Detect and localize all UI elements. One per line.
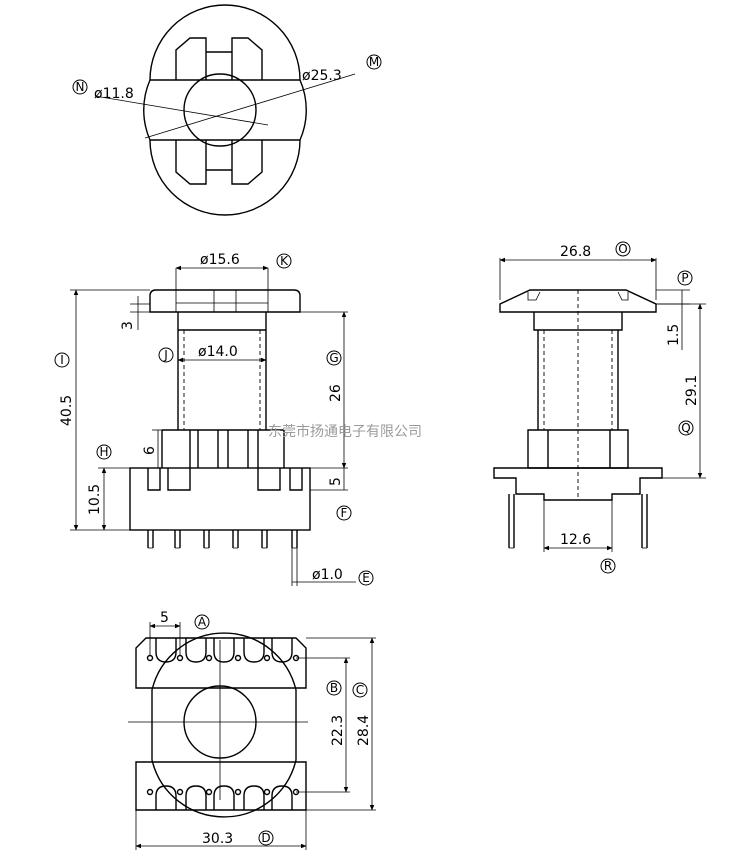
svg-text:O: O: [618, 242, 627, 256]
dim-C-value: 28.4: [356, 715, 372, 746]
dim-J-value: ø14.0: [198, 344, 238, 360]
callout-N: [72, 79, 88, 95]
callout-C: [352, 682, 368, 698]
callout-B: [326, 680, 342, 696]
dim-O-value: 26.8: [560, 244, 591, 260]
dim-G-value: 26: [328, 384, 344, 402]
dim-D-value: 30.3: [202, 831, 233, 847]
dim-A-value: 5: [160, 610, 169, 626]
callout-F: [336, 505, 352, 521]
svg-text:G: G: [329, 351, 338, 365]
dim-H-value: 10.5: [87, 484, 103, 515]
svg-text:F: F: [341, 506, 348, 520]
callout-E: [358, 570, 374, 586]
svg-text:B: B: [330, 681, 338, 695]
front-view: ø15.6 K ø14.0 J 40.5 I 3 26 G 6 10.: [54, 252, 374, 586]
dim-B-value: 22.3: [330, 715, 346, 746]
top-view: N ø11.8 M ø25.3: [72, 4, 382, 216]
company-watermark: 东莞市扬通电子有限公司: [268, 423, 422, 440]
svg-text:R: R: [604, 559, 612, 573]
dim-flange-thickness: 3: [120, 321, 136, 330]
callout-H: [96, 444, 112, 460]
dim-K-value: ø15.6: [200, 252, 240, 268]
callout-M: [366, 54, 382, 70]
dim-Q-value: 29.1: [684, 375, 700, 406]
callout-A: [194, 614, 210, 630]
svg-text:A: A: [198, 615, 207, 629]
callout-J: [158, 347, 174, 363]
dim-I-value: 40.5: [59, 395, 75, 426]
dim-M-value: ø25.3: [302, 68, 342, 84]
callout-P: [677, 270, 693, 286]
dim-E-value: ø1.0: [312, 567, 343, 583]
callout-I: [54, 352, 70, 368]
svg-text:K: K: [280, 254, 289, 268]
dim-R-value: 12.6: [560, 532, 591, 548]
svg-text:J: J: [163, 348, 168, 362]
callout-D: [258, 830, 274, 846]
callout-R: [600, 558, 616, 574]
bottom-view: 5 A 22.3 B 28.4 C 30.3 D: [128, 610, 376, 850]
dim-block-height: 6: [142, 446, 158, 455]
callout-G: [326, 350, 342, 366]
side-view: 26.8 O 1.5 P 29.1 Q 12.6 R: [493, 241, 706, 574]
svg-text:I: I: [60, 353, 64, 367]
svg-text:E: E: [362, 571, 370, 585]
dim-F-value: 5: [328, 477, 344, 486]
callout-O: [615, 241, 631, 257]
svg-text:Q: Q: [681, 421, 690, 435]
callout-K: [276, 253, 292, 269]
dim-P-value: 1.5: [666, 324, 682, 346]
svg-text:C: C: [356, 683, 364, 697]
svg-text:H: H: [99, 445, 108, 459]
dim-N-value: ø11.8: [94, 86, 134, 102]
svg-text:D: D: [261, 831, 270, 845]
callout-Q: [678, 420, 694, 436]
svg-text:P: P: [681, 271, 688, 285]
svg-text:N: N: [76, 80, 85, 94]
svg-text:M: M: [369, 55, 379, 69]
